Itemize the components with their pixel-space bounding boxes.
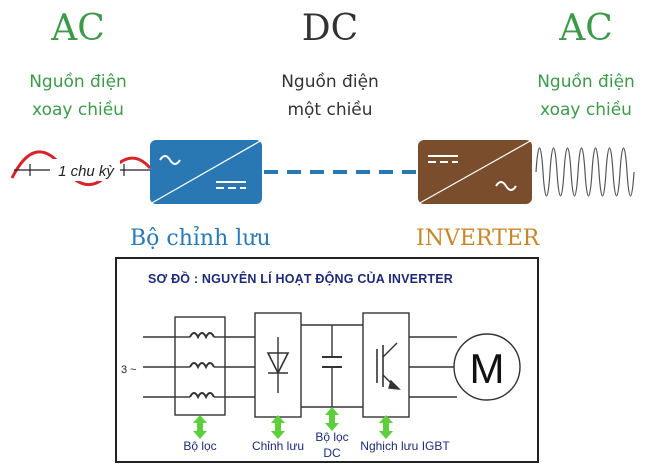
left-ac-subtitle-2: xoay chiều xyxy=(32,100,124,120)
right-ac-subtitle-2: xoay chiều xyxy=(540,100,632,120)
dc-title: DC xyxy=(301,8,359,49)
filter-label: Bộ lọc xyxy=(183,439,216,453)
rectifier-label: Bộ chỉnh lưu xyxy=(130,226,271,251)
schematic-title: SƠ ĐỒ : NGUYÊN LÍ HOẠT ĐỘNG CỦA INVERTER xyxy=(148,272,454,286)
motor-label: M xyxy=(470,345,505,392)
right-ac-subtitle-1: Nguồn điện xyxy=(537,72,635,92)
left-ac-title: AC xyxy=(51,8,105,49)
input-ac-wave xyxy=(10,150,152,186)
inverter-schematic: 3 ~ M Bộ lọc Chỉnh lưu Bộ lọc DC Nghịch … xyxy=(121,312,521,460)
cycle-label: 1 chu kỳ xyxy=(58,163,115,180)
motor-circle xyxy=(453,333,521,401)
dc-subtitle-1: Nguồn điện xyxy=(281,72,379,92)
inverter-label: INVERTER xyxy=(416,226,540,251)
output-ac-wave xyxy=(535,147,635,197)
conversion-diagram: 1 chu kỳ xyxy=(10,139,635,205)
rectifier-schematic-label: Chỉnh lưu xyxy=(252,439,304,453)
right-ac-title: AC xyxy=(559,8,613,49)
left-ac-subtitle-1: Nguồn điện xyxy=(29,72,127,92)
rectifier-box xyxy=(149,139,263,205)
dc-subtitle-2: một chiều xyxy=(287,100,373,120)
dc-filter-label-1: Bộ lọc xyxy=(315,430,348,444)
filter-block xyxy=(174,316,226,416)
dc-filter-label-2: DC xyxy=(323,446,341,460)
inverter-box xyxy=(417,139,533,205)
igbt-block xyxy=(362,312,410,418)
input-label: 3 ~ xyxy=(121,364,137,376)
igbt-label: Nghịch lưu IGBT xyxy=(360,439,450,453)
green-arrows xyxy=(193,407,393,439)
